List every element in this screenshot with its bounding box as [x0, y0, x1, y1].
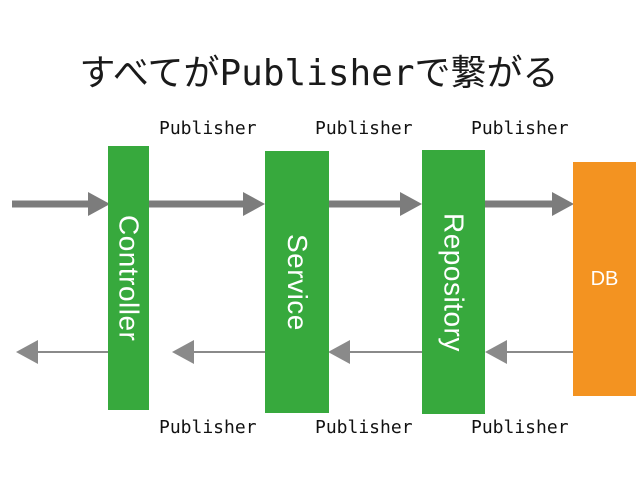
database-box: DB [573, 162, 636, 396]
forward-arrow-2 [147, 192, 265, 216]
publisher-label-top-1: Publisher [159, 118, 257, 139]
service-box: Service [265, 151, 329, 413]
publisher-label-bottom-3: Publisher [471, 417, 569, 438]
return-arrow-2 [172, 340, 265, 364]
repository-label: Repository [438, 212, 470, 352]
publisher-label-bottom-2: Publisher [315, 417, 413, 438]
controller-box: Controller [108, 146, 149, 410]
title-suffix: で繋がる [414, 53, 559, 94]
database-label: DB [590, 267, 619, 290]
return-arrow-1 [16, 340, 108, 364]
title-keyword: Publisher [219, 53, 415, 94]
forward-arrow-4 [485, 192, 574, 216]
slide-title: すべてがPublisherで繋がる [0, 44, 638, 96]
title-prefix: すべてが [79, 53, 220, 94]
forward-arrow-1 [12, 192, 110, 216]
publisher-label-top-2: Publisher [315, 118, 413, 139]
repository-box: Repository [422, 150, 485, 414]
return-arrow-3 [328, 340, 422, 364]
controller-label: Controller [113, 214, 145, 342]
publisher-label-bottom-1: Publisher [159, 417, 257, 438]
return-arrow-4 [485, 340, 574, 364]
forward-arrow-3 [329, 192, 422, 216]
publisher-label-top-3: Publisher [471, 118, 569, 139]
service-label: Service [282, 233, 313, 331]
